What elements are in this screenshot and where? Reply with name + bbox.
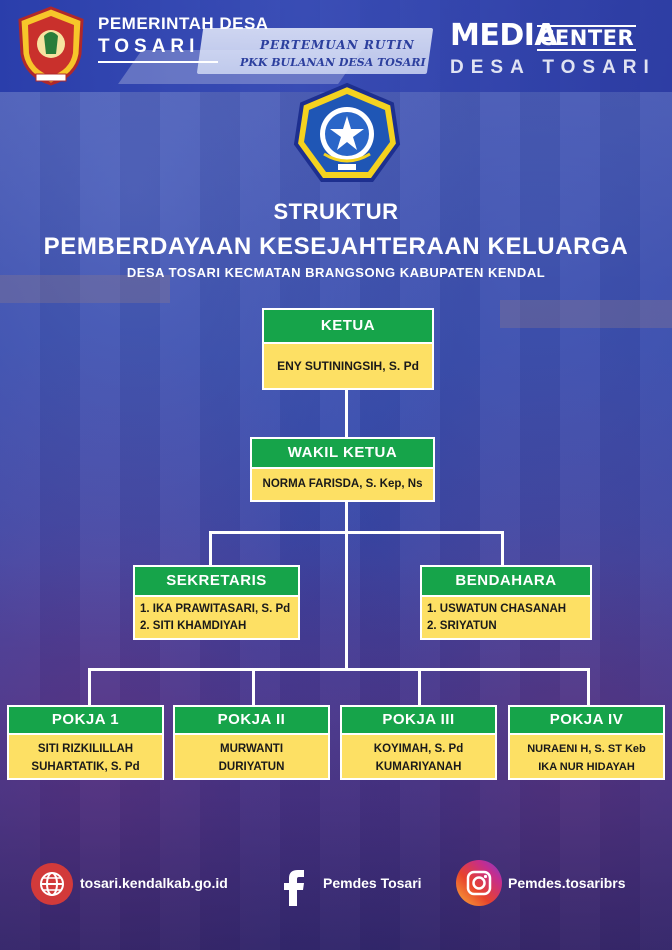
connector-center-pokja <box>345 534 348 670</box>
pokja-2-name-1: MURWANTI <box>219 743 284 755</box>
connector-pokja-bar <box>88 668 590 671</box>
wakil-ketua-role: WAKIL KETUA <box>252 439 433 469</box>
ketua-role: KETUA <box>264 310 432 344</box>
pokja-2-names: MURWANTI DURIYATUN <box>175 735 328 776</box>
event-banner-line1: PERTEMUAN RUTIN <box>260 38 415 52</box>
connector-pokja4 <box>587 668 590 706</box>
connector-bendahara <box>501 531 504 565</box>
bendahara-name-2: 2. SRIYATUN <box>427 620 497 632</box>
connector-wakil-down <box>345 502 348 532</box>
pokja-1-names: SITI RIZKILILLAH SUHARTATIK, S. Pd <box>9 735 162 776</box>
wakil-ketua-name: NORMA FARISDA, S. Kep, Ns <box>262 478 423 490</box>
pokja-1-name-1: SITI RIZKILILLAH <box>37 743 134 755</box>
pokja-3-name-2: KUMARIYANAH <box>375 761 462 773</box>
government-title: PEMERINTAH DESA <box>98 14 269 33</box>
sekretaris-name-1: 1. IKA PRAWITASARI, S. Pd <box>140 603 291 615</box>
sekretaris-names: 1. IKA PRAWITASARI, S. Pd 2. SITI KHAMDI… <box>135 597 298 635</box>
pokja-4-names: NURAENI H, S. ST Keb IKA NUR HIDAYAH <box>510 735 663 776</box>
pokja-4-box: POKJA IV NURAENI H, S. ST Keb IKA NUR HI… <box>508 705 665 780</box>
header-underline <box>98 61 218 63</box>
connector-sekretaris <box>209 531 212 565</box>
instagram-link[interactable]: Pemdes.tosaribrs <box>508 875 626 891</box>
pokja-2-box: POKJA II MURWANTI DURIYATUN <box>173 705 330 780</box>
wakil-ketua-box: WAKIL KETUA NORMA FARISDA, S. Kep, Ns <box>250 437 435 502</box>
sekretaris-role: SEKRETARIS <box>135 567 298 597</box>
instagram-icon <box>456 860 502 906</box>
connector-sek-ben-bar <box>209 531 504 534</box>
connector-pokja2 <box>252 668 255 706</box>
bendahara-name-1: 1. USWATUN CHASANAH <box>427 603 567 615</box>
pokja-4-role: POKJA IV <box>510 707 663 735</box>
bendahara-box: BENDAHARA 1. USWATUN CHASANAH 2. SRIYATU… <box>420 565 592 640</box>
brand-center: CENTER <box>537 25 637 51</box>
pokja-1-role: POKJA 1 <box>9 707 162 735</box>
facebook-link[interactable]: Pemdes Tosari <box>323 875 422 891</box>
bendahara-names: 1. USWATUN CHASANAH 2. SRIYATUN <box>422 597 590 635</box>
background-table-right <box>500 300 672 328</box>
website-link[interactable]: tosari.kendalkab.go.id <box>80 875 228 891</box>
bendahara-role: BENDAHARA <box>422 567 590 597</box>
pokja-4-name-1: NURAENI H, S. ST Keb <box>527 743 646 755</box>
sekretaris-box: SEKRETARIS 1. IKA PRAWITASARI, S. Pd 2. … <box>133 565 300 640</box>
sekretaris-name-2: 2. SITI KHAMDIYAH <box>140 620 247 632</box>
location-subtitle: DESA TOSARI KECMATAN BRANGSONG KABUPATEN… <box>126 265 546 280</box>
pokja-4-name-2: IKA NUR HIDAYAH <box>538 761 635 773</box>
ketua-name: ENY SUTININGSIH, S. Pd <box>277 359 419 373</box>
pokja-2-name-2: DURIYATUN <box>218 761 285 773</box>
pokja-3-box: POKJA III KOYIMAH, S. Pd KUMARIYANAH <box>340 705 497 780</box>
connector-pokja1 <box>88 668 91 706</box>
globe-icon <box>31 863 73 905</box>
connector-ketua-wakil <box>345 390 348 438</box>
pokja-2-role: POKJA II <box>175 707 328 735</box>
connector-pokja3 <box>418 668 421 706</box>
poster-title: STRUKTUR <box>273 199 399 224</box>
pokja-3-name-1: KOYIMAH, S. Pd <box>373 743 464 755</box>
background-table-left <box>0 275 170 303</box>
pokja-1-box: POKJA 1 SITI RIZKILILLAH SUHARTATIK, S. … <box>7 705 164 780</box>
organization-name: PEMBERDAYAAN KESEJAHTERAAN KELUARGA <box>43 233 629 260</box>
event-banner-line2: PKK BULANAN DESA TOSARI <box>240 56 426 69</box>
ketua-box: KETUA ENY SUTININGSIH, S. Pd <box>262 308 434 390</box>
facebook-icon <box>272 860 318 906</box>
brand-desa: DESA TOSARI <box>450 57 656 78</box>
village-name: TOSARI <box>98 36 200 57</box>
pokja-1-name-2: SUHARTATIK, S. Pd <box>31 761 140 773</box>
pokja-3-names: KOYIMAH, S. Pd KUMARIYANAH <box>342 735 495 776</box>
kendal-regency-logo <box>18 6 84 86</box>
pkk-logo <box>293 82 401 182</box>
brand-media: MEDIA <box>450 18 558 53</box>
pokja-3-role: POKJA III <box>342 707 495 735</box>
